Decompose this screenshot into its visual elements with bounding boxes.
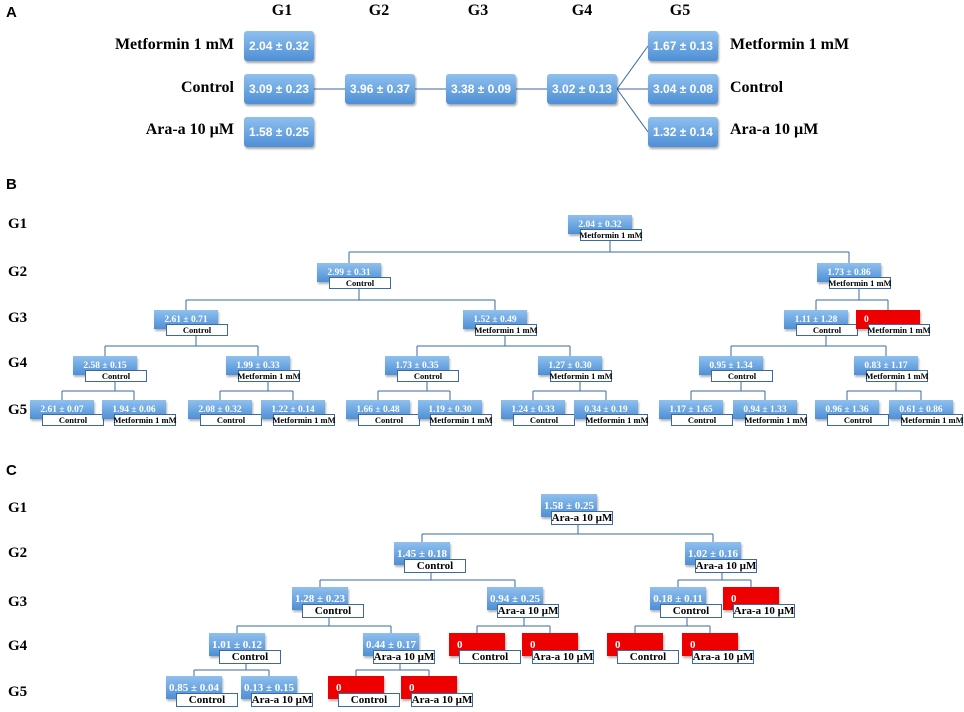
node-treatment-label: Control xyxy=(711,370,773,382)
panel-a-gen-g2: G2 xyxy=(368,2,390,19)
panel-a-box-g5-control: 3.04 ± 0.08 xyxy=(648,74,718,104)
node-treatment-label: Control xyxy=(404,559,466,573)
node-treatment-label: Metformin 1 mM xyxy=(474,324,538,336)
node-treatment-label: Control xyxy=(338,693,400,707)
panel-a-box-g1-metformin: 2.04 ± 0.32 xyxy=(244,31,314,61)
node-treatment-label: Control xyxy=(166,324,228,336)
panel-a-gen-g5: G5 xyxy=(669,2,691,19)
panel-a-right-label-ara: Ara-a 10 µM xyxy=(730,121,819,138)
node-treatment-label: Metformin 1 mM xyxy=(237,370,301,382)
node-treatment-label: Control xyxy=(827,414,889,426)
panel-c-gen-g1: G1 xyxy=(8,500,28,516)
panel-a-box-g3-control: 3.38 ± 0.09 xyxy=(446,74,516,104)
panel-b-gen-g2: G2 xyxy=(8,264,28,280)
node-treatment-label: Metformin 1 mM xyxy=(865,370,929,382)
node-treatment-label: Metformin 1 mM xyxy=(549,370,613,382)
panel-a-left-label-metformin: Metformin 1 mM xyxy=(114,36,234,53)
panel-c-letter: C xyxy=(6,462,17,479)
node-treatment-label: Metformin 1 mM xyxy=(272,414,336,426)
panel-a-gen-g4: G4 xyxy=(571,2,593,19)
panel-a-box-g2-control: 3.96 ± 0.37 xyxy=(345,74,415,104)
node-treatment-label: Control xyxy=(176,693,238,707)
panel-a-gen-g1: G1 xyxy=(271,2,293,19)
panel-b-gen-g1: G1 xyxy=(8,216,28,232)
node-treatment-label: Control xyxy=(513,414,575,426)
node-treatment-label: Control xyxy=(671,414,733,426)
panel-a-right-label-metformin: Metformin 1 mM xyxy=(730,36,850,53)
node-treatment-label: Control xyxy=(302,604,364,618)
node-treatment-label: Ara-a 10 µM xyxy=(733,604,795,618)
node-treatment-label: Ara-a 10 µM xyxy=(692,650,754,664)
panel-b-letter: B xyxy=(6,176,17,193)
panel-c-gen-g5: G5 xyxy=(8,684,28,700)
node-treatment-label: Ara-a 10 µM xyxy=(695,559,757,573)
node-treatment-label: Metformin 1 mM xyxy=(579,229,643,241)
node-treatment-label: Control xyxy=(660,604,722,618)
panel-a-left-label-ara: Ara-a 10 µM xyxy=(145,121,234,138)
panel-c-gen-g3: G3 xyxy=(8,594,28,610)
panel-c-gen-g2: G2 xyxy=(8,545,28,561)
panel-c-gen-g4: G4 xyxy=(8,638,28,654)
node-treatment-label: Control xyxy=(397,370,459,382)
node-treatment-label: Ara-a 10 µM xyxy=(532,650,594,664)
panel-b-gen-g5: G5 xyxy=(8,402,28,418)
node-treatment-label: Control xyxy=(617,650,679,664)
node-treatment-label: Metformin 1 mM xyxy=(585,414,649,426)
node-treatment-label: Control xyxy=(459,650,521,664)
node-treatment-label: Metformin 1 mM xyxy=(113,414,177,426)
node-treatment-label: Metformin 1 mM xyxy=(744,414,808,426)
panel-a-gen-g3: G3 xyxy=(467,2,489,19)
node-treatment-label: Control xyxy=(358,414,420,426)
node-treatment-label: Ara-a 10 µM xyxy=(251,693,313,707)
panel-a-box-g5-ara: 1.32 ± 0.14 xyxy=(648,117,718,147)
panel-a-box-g1-ara: 1.58 ± 0.25 xyxy=(244,117,314,147)
node-treatment-label: Control xyxy=(42,414,104,426)
panel-a-box-g1-control: 3.09 ± 0.23 xyxy=(244,74,314,104)
node-treatment-label: Control xyxy=(796,324,858,336)
panel-a-box-g5-metformin: 1.67 ± 0.13 xyxy=(648,31,718,61)
node-treatment-label: Control xyxy=(200,414,262,426)
node-treatment-label: Ara-a 10 µM xyxy=(551,511,613,525)
panel-a-letter: A xyxy=(6,4,17,21)
node-treatment-label: Ara-a 10 µM xyxy=(497,604,559,618)
node-treatment-label: Ara-a 10 µM xyxy=(373,650,435,664)
node-treatment-label: Control xyxy=(85,370,147,382)
node-treatment-label: Metformin 1 mM xyxy=(867,324,931,336)
panel-a-box-g4-control: 3.02 ± 0.13 xyxy=(547,74,617,104)
node-treatment-label: Metformin 1 mM xyxy=(429,414,493,426)
node-treatment-label: Metformin 1 mM xyxy=(828,277,892,289)
panel-b-gen-g4: G4 xyxy=(8,355,28,371)
panel-b-gen-g3: G3 xyxy=(8,310,28,326)
node-treatment-label: Control xyxy=(329,277,391,289)
node-treatment-label: Metformin 1 mM xyxy=(900,414,964,426)
node-treatment-label: Ara-a 10 µM xyxy=(411,693,473,707)
panel-a-right-label-control: Control xyxy=(730,79,784,96)
node-treatment-label: Control xyxy=(219,650,281,664)
panel-a-left-label-control: Control xyxy=(180,79,234,96)
